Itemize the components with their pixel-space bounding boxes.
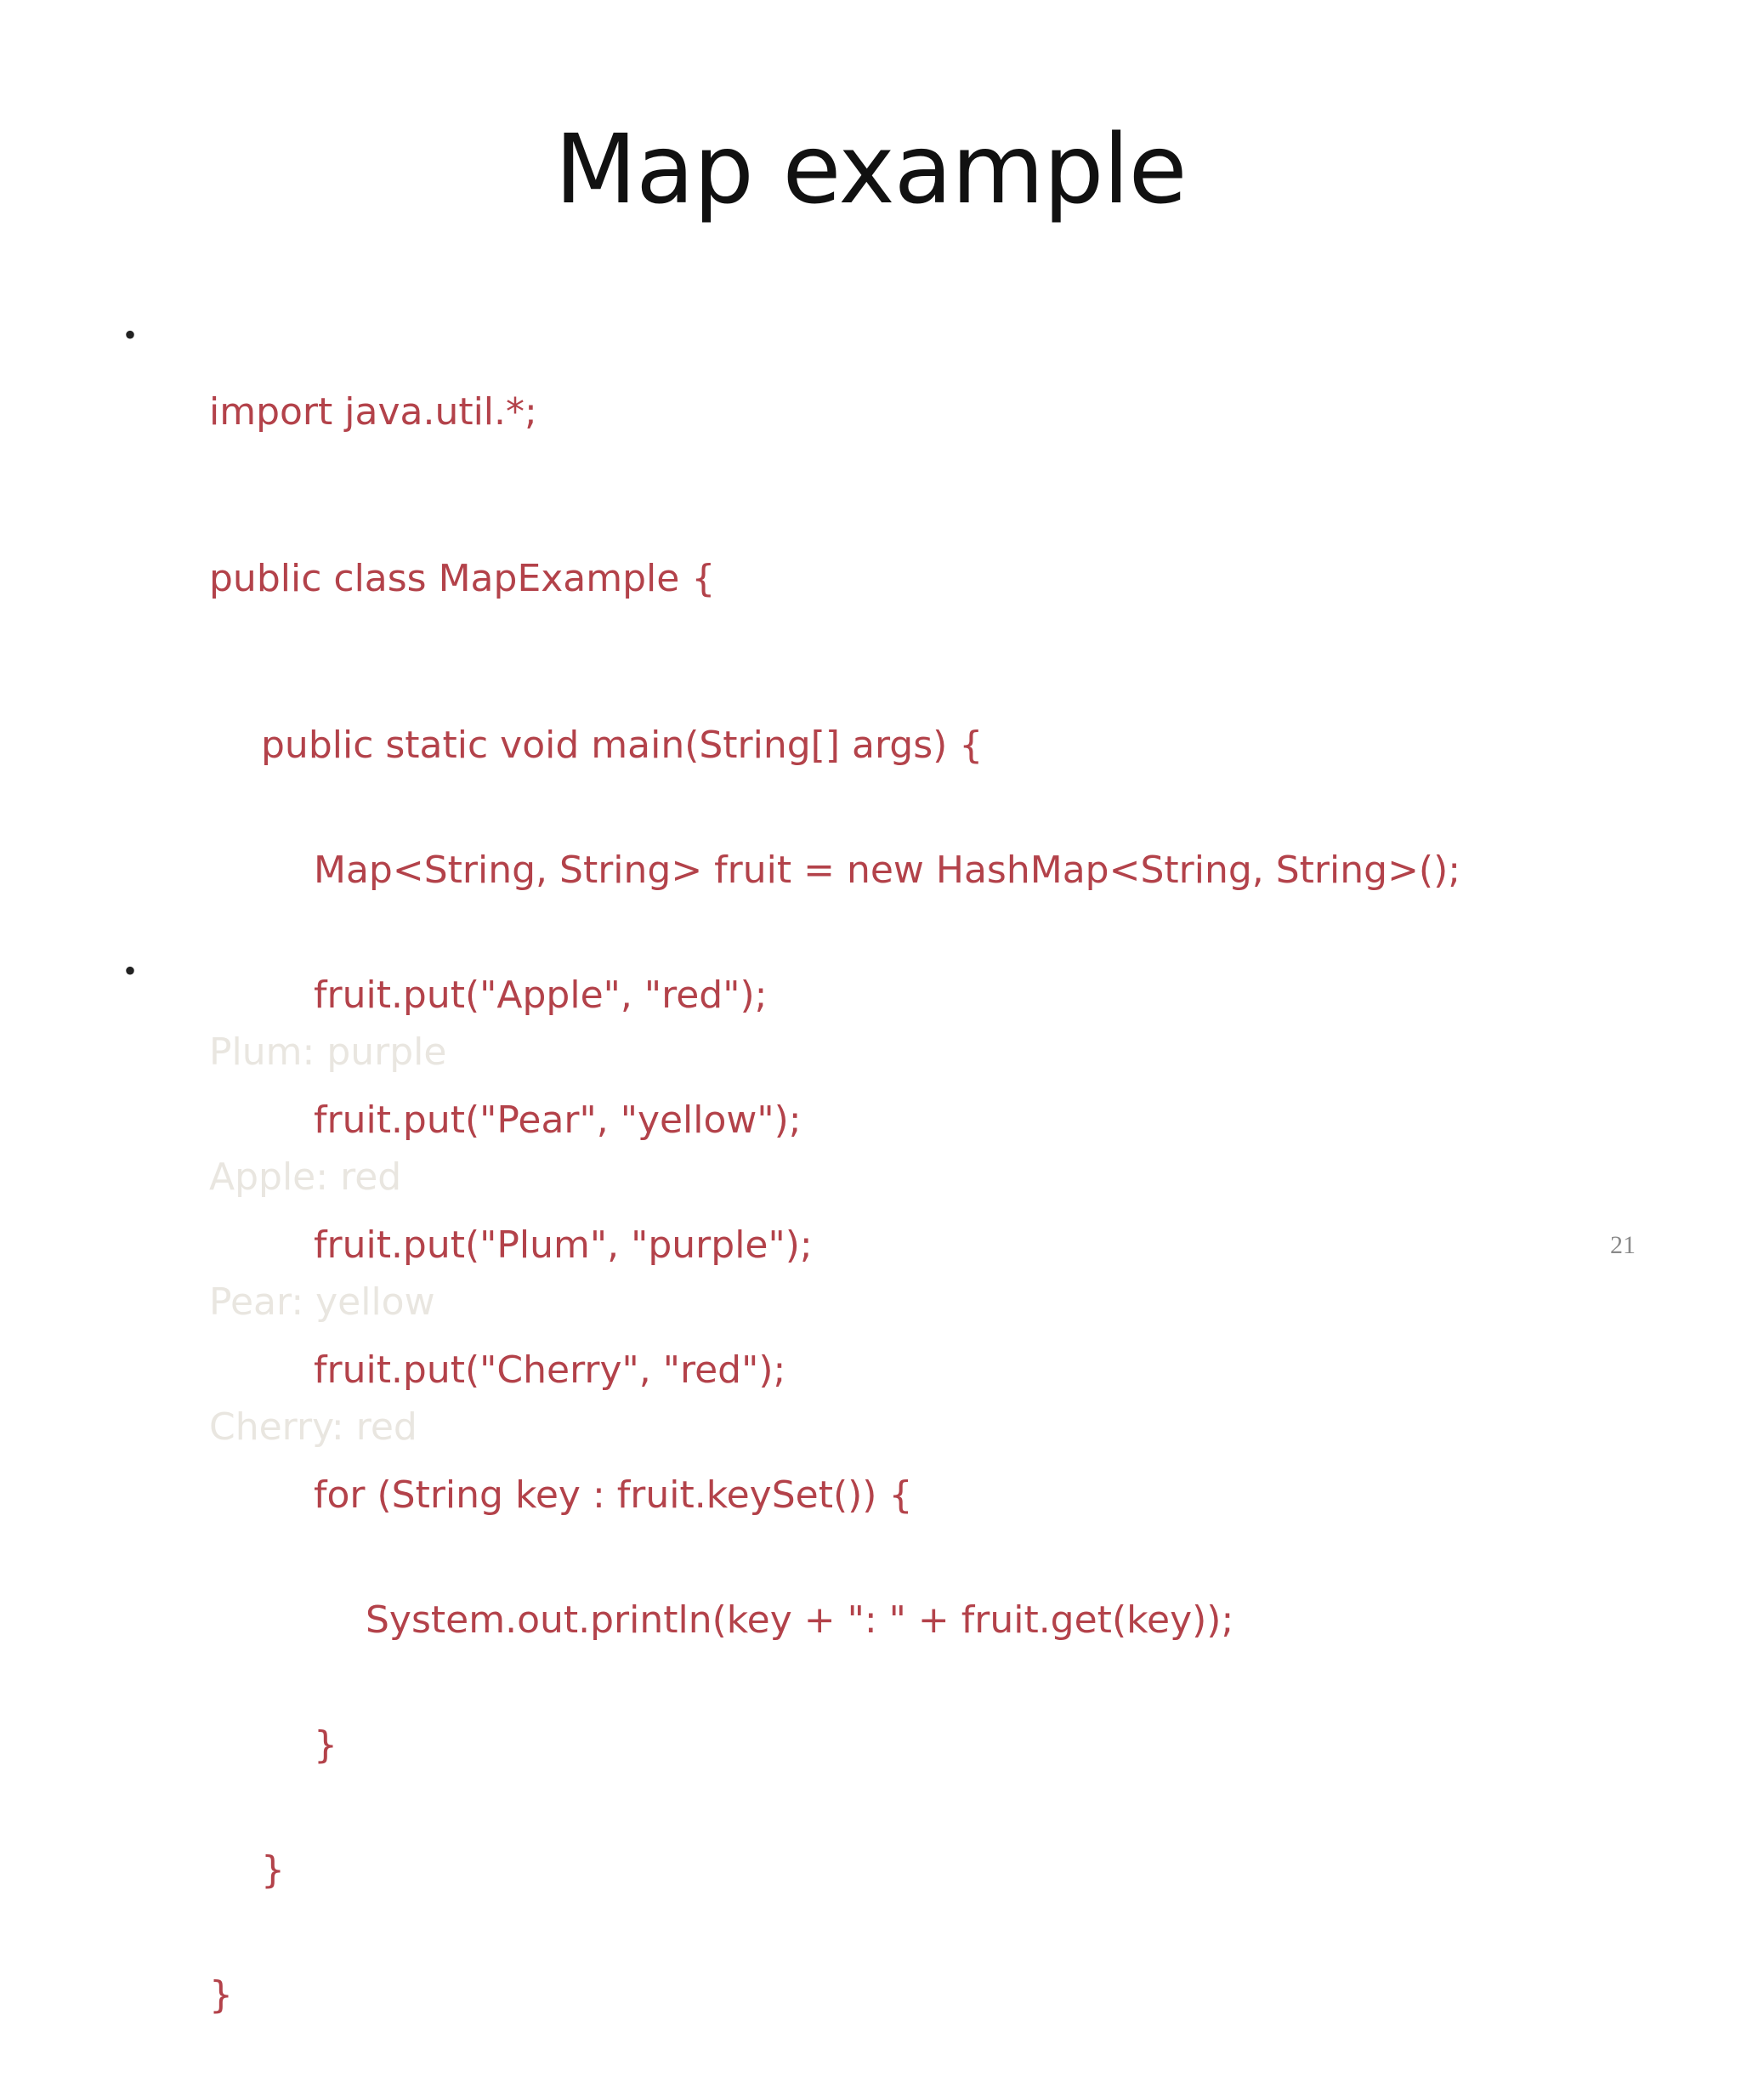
slide: Map example • import java.util.*; public… xyxy=(124,115,1636,2016)
output-block: Plum: purple Apple: red Pear: yellow Che… xyxy=(209,948,446,1531)
code-line-import: import java.util.*; xyxy=(209,390,537,434)
bullet-marker-output: • xyxy=(124,951,137,990)
output-line-pear: Pear: yellow xyxy=(209,1280,435,1324)
output-line-plum: Plum: purple xyxy=(209,1030,447,1074)
code-line-put-apple: fruit.put("Apple", "red"); xyxy=(314,973,768,1017)
output-line-apple: Apple: red xyxy=(209,1155,402,1199)
bullet-marker-code: • xyxy=(124,315,137,354)
code-line-main-decl: public static void main(String[] args) { xyxy=(261,724,984,767)
page-number: 21 xyxy=(1610,1231,1636,1259)
code-line-put-plum: fruit.put("Plum", "purple"); xyxy=(314,1223,813,1267)
slide-title: Map example xyxy=(554,115,1187,225)
code-line-println: System.out.println(key + ": " + fruit.ge… xyxy=(366,1598,1234,1642)
code-line-close-for: } xyxy=(314,1723,337,1767)
code-line-map-decl: Map<String, String> fruit = new HashMap<… xyxy=(314,849,1461,892)
code-line-close-class: } xyxy=(209,1973,233,2017)
output-line-cherry: Cherry: red xyxy=(209,1405,417,1449)
code-line-put-pear: fruit.put("Pear", "yellow"); xyxy=(314,1098,802,1142)
code-line-class-decl: public class MapExample { xyxy=(209,557,716,600)
code-line-close-main: } xyxy=(261,1848,285,1892)
